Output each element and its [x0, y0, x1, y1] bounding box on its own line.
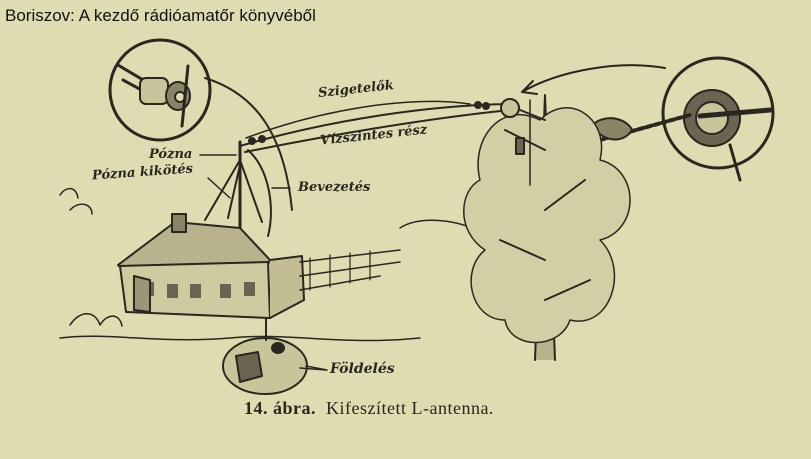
label-lead-in: Bevezetés: [298, 180, 371, 195]
figure-caption-text: Kifeszített L-antenna.: [326, 398, 494, 418]
house: [117, 213, 305, 319]
page-title: Boriszov: A kezdő rádióamatőr könyvéből: [5, 6, 316, 25]
label-grounding: Földelés: [330, 361, 395, 377]
figure-caption: 14. ábra. Kifeszített L-antenna.: [244, 398, 494, 419]
insulator-closeup-left: [108, 38, 212, 142]
figure-number: 14. ábra.: [244, 398, 316, 418]
pulley-closeup-right: [573, 56, 775, 182]
tree: [463, 94, 631, 361]
label-pole: Pózna: [149, 147, 193, 162]
ground-plate: [222, 317, 327, 395]
